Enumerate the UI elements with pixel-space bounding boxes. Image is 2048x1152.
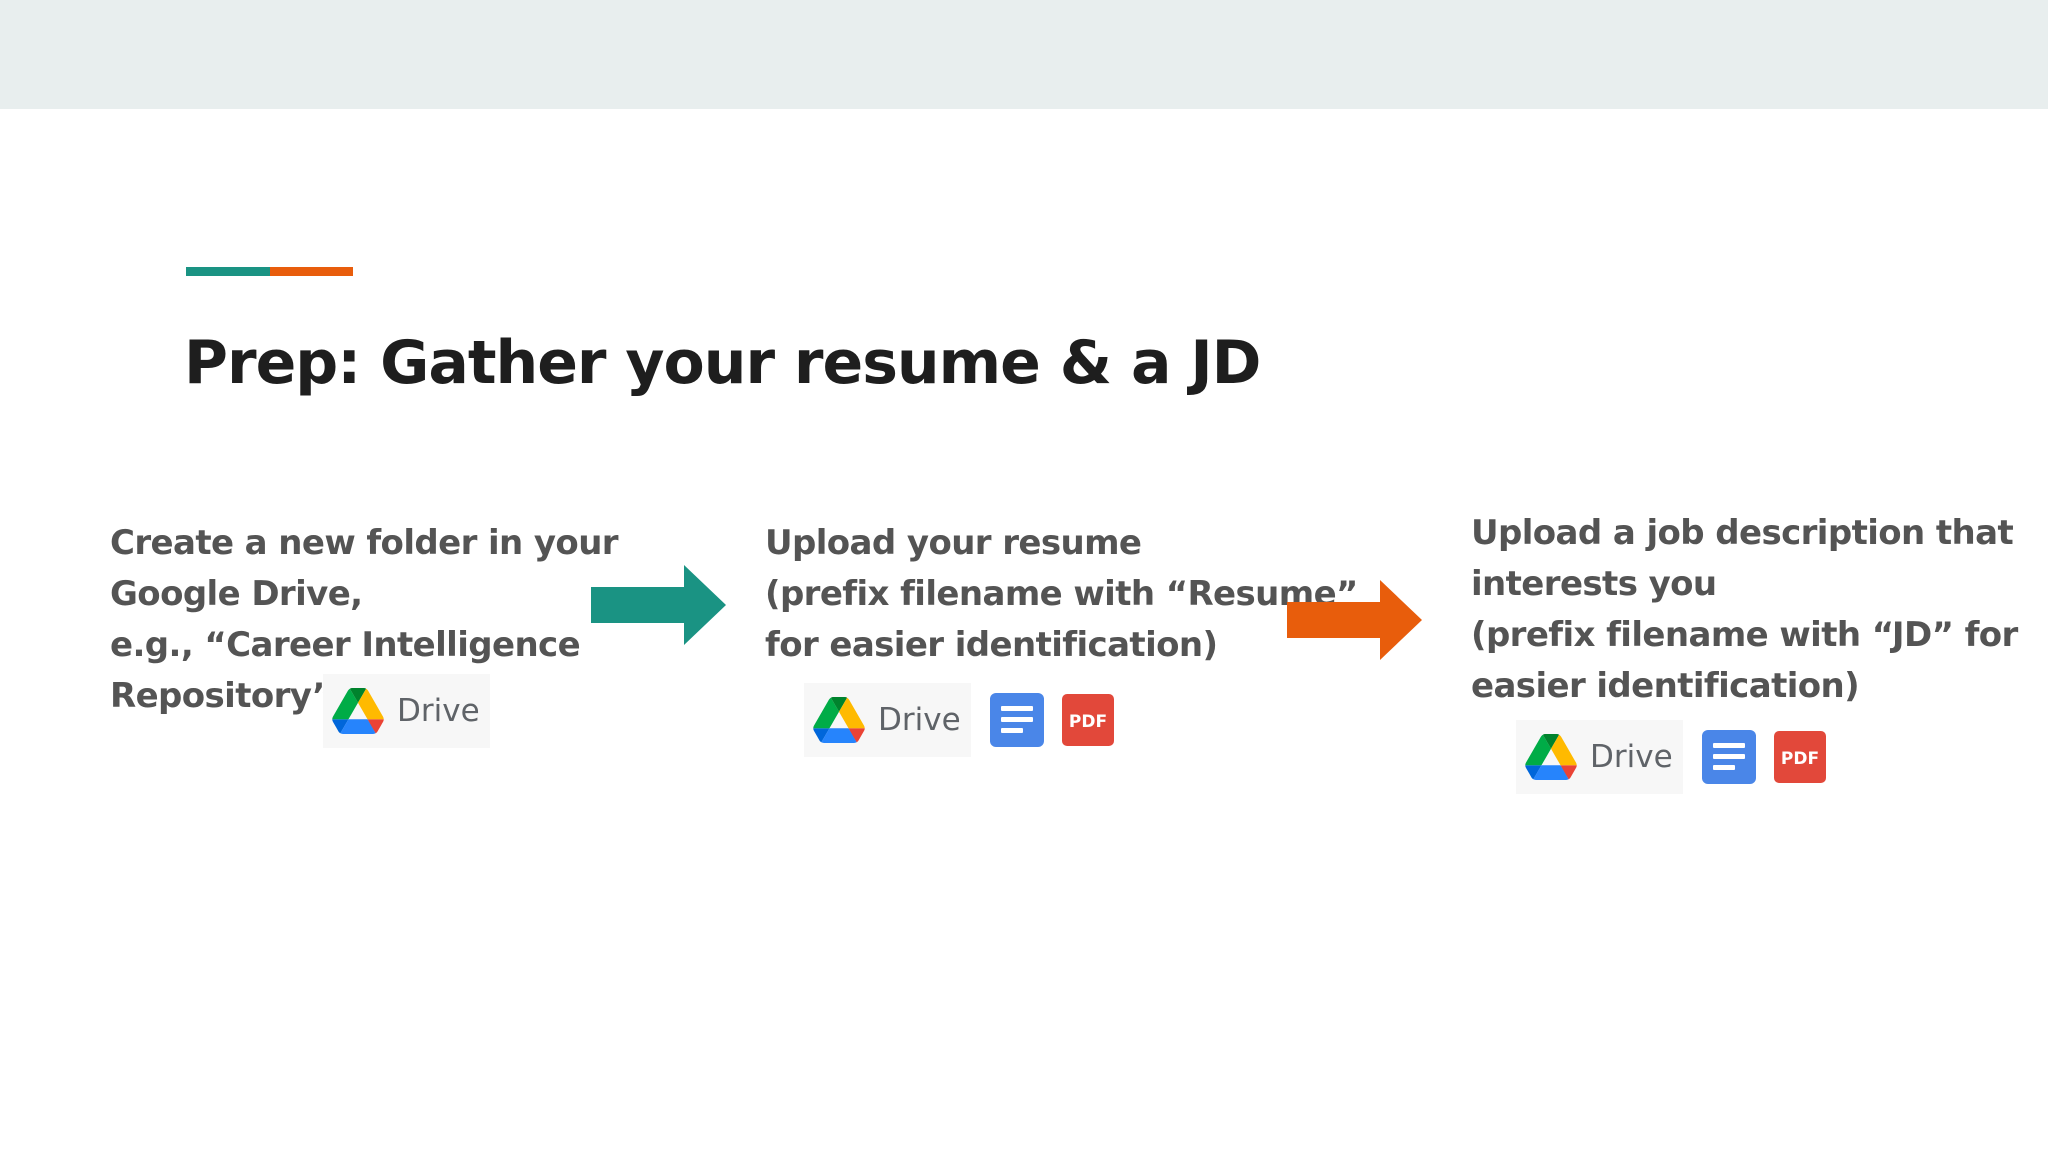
step-1-text: Create a new folder in your Google Drive… xyxy=(110,518,619,722)
accent-segment-teal xyxy=(186,267,270,276)
drive-label: Drive xyxy=(878,702,961,738)
step-3-line: Upload a job description that xyxy=(1471,513,2014,553)
arrow-right-icon xyxy=(591,565,726,645)
step-1-line: Create a new folder in your xyxy=(110,523,619,563)
google-docs-icon xyxy=(989,693,1044,747)
step-1-line: Repository” xyxy=(110,676,334,716)
title-accent-bar xyxy=(186,267,353,276)
drive-label: Drive xyxy=(1590,739,1673,775)
step-1-icons: Drive xyxy=(323,674,490,748)
step-1-line: e.g., “Career Intelligence xyxy=(110,625,581,665)
step-2-line: for easier identification) xyxy=(765,625,1218,665)
pdf-icon: PDF xyxy=(1773,731,1826,783)
slide-title: Prep: Gather your resume & a JD xyxy=(184,328,1261,398)
arrow-right-icon xyxy=(1287,580,1422,660)
step-2-line: (prefix filename with “Resume” xyxy=(765,574,1358,614)
step-2-text: Upload your resume (prefix filename with… xyxy=(765,518,1358,671)
google-docs-icon xyxy=(1701,730,1756,784)
step-3-text: Upload a job description that interests … xyxy=(1471,508,2018,712)
header-band xyxy=(0,0,2048,109)
google-drive-icon xyxy=(1525,734,1577,780)
pdf-label: PDF xyxy=(1069,712,1107,732)
accent-segment-orange xyxy=(269,267,353,276)
step-2-line: Upload your resume xyxy=(765,523,1142,563)
step-3-icons: Drive PDF xyxy=(1516,720,1827,794)
google-drive-icon xyxy=(813,697,865,743)
step-1-line: Google Drive, xyxy=(110,574,363,614)
google-drive-badge: Drive xyxy=(804,683,971,757)
step-3-line: interests you xyxy=(1471,564,1717,604)
pdf-icon: PDF xyxy=(1061,694,1114,746)
google-drive-icon xyxy=(332,688,384,734)
google-drive-badge: Drive xyxy=(323,674,490,748)
step-2-icons: Drive PDF xyxy=(804,683,1115,757)
drive-label: Drive xyxy=(397,693,480,729)
pdf-label: PDF xyxy=(1781,749,1819,769)
step-3-line: easier identification) xyxy=(1471,666,1860,706)
google-drive-badge: Drive xyxy=(1516,720,1683,794)
step-3-line: (prefix filename with “JD” for xyxy=(1471,615,2018,655)
